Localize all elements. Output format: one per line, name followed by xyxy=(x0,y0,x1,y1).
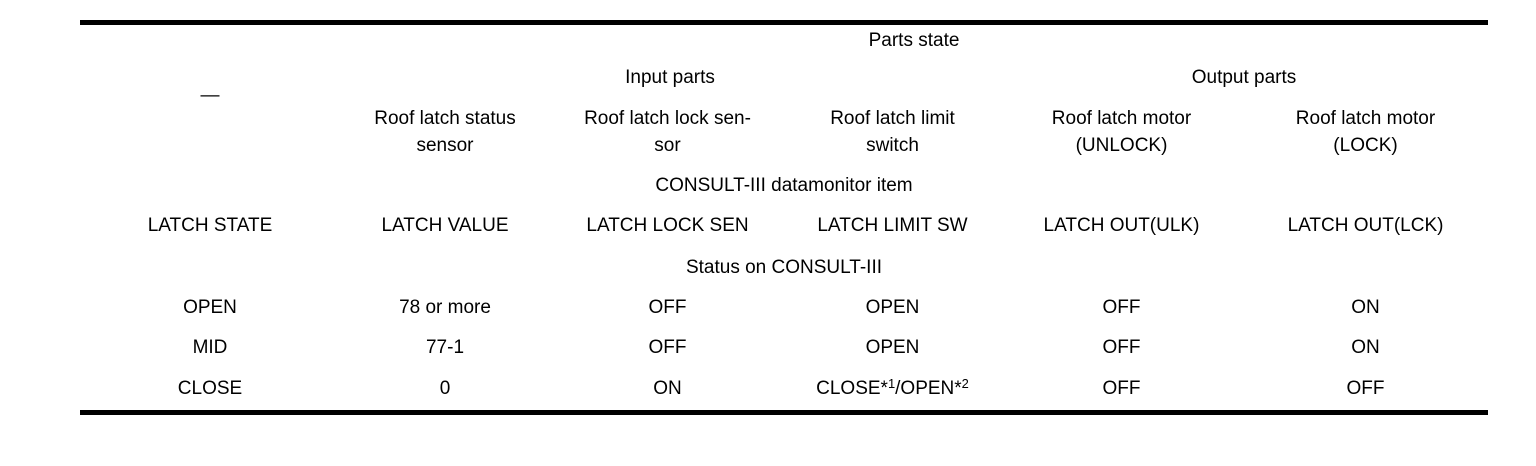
col-header-roof-latch-status-sensor: Roof latch status sensor xyxy=(374,108,516,156)
cell-close-latch-value: 0 xyxy=(439,377,451,399)
cell-open-limit-sw: OPEN xyxy=(865,297,920,318)
cell-close-out-lck: OFF xyxy=(1346,377,1385,399)
output-parts-header-cell: Output parts xyxy=(1191,67,1297,88)
cell-mid-limit-sw: OPEN xyxy=(865,336,920,358)
table-row-close: CLOSE 0 ON CLOSE*1/OPEN*2 OFF OFF xyxy=(80,368,1488,413)
col-header-roof-latch-motor-lock: Roof latch motor (LOCK) xyxy=(1295,108,1436,156)
close-limit-sw-text: CLOSE* xyxy=(816,377,888,399)
status-header-row: Status on CONSULT-III xyxy=(80,247,1488,289)
cell-open-latch-value: 78 or more xyxy=(399,297,491,318)
table-row-open: OPEN 78 or more OFF OPEN OFF ON xyxy=(80,289,1488,328)
monitor-item-latch-lock-sen: LATCH LOCK SEN xyxy=(586,215,749,236)
cell-close-out-ulk: OFF xyxy=(1102,377,1141,399)
part-column-headers-row: Roof latch status sensor Roof latch lock… xyxy=(80,99,1488,167)
cell-mid-state: MID xyxy=(192,336,228,358)
cell-open-lock-sen: OFF xyxy=(648,297,687,318)
cell-close-limit-sw: CLOSE*1/OPEN*2 xyxy=(785,368,1000,413)
cell-open-out-ulk: OFF xyxy=(1102,297,1141,318)
monitor-item-latch-value: LATCH VALUE xyxy=(381,215,509,236)
cell-close-state: CLOSE xyxy=(177,377,243,399)
monitor-item-latch-limit-sw: LATCH LIMIT SW xyxy=(817,215,968,236)
datamonitor-item-header-cell: CONSULT-III datamonitor item xyxy=(655,175,913,196)
cell-mid-latch-value: 77-1 xyxy=(425,336,465,358)
status-on-consult-header-cell: Status on CONSULT-III xyxy=(685,256,883,278)
parts-state-row: — Parts state xyxy=(80,23,1488,106)
datamonitor-header-row: CONSULT-III datamonitor item xyxy=(80,167,1488,206)
parts-state-header-cell: Parts state xyxy=(868,30,960,52)
input-parts-header-cell: Input parts xyxy=(625,67,715,88)
col-header-roof-latch-lock-sensor: Roof latch lock sen- sor xyxy=(584,108,751,156)
io-parts-row: Input parts Output parts xyxy=(80,58,1488,99)
cell-mid-lock-sen: OFF xyxy=(648,336,687,358)
roof-latch-spec-table: — Parts state Input parts Output parts R… xyxy=(80,20,1489,415)
footnote-2-marker: 2 xyxy=(961,375,969,391)
monitor-item-latch-out-lck: LATCH OUT(LCK) xyxy=(1287,215,1444,236)
corner-dash-cell: — xyxy=(200,84,220,106)
monitor-item-latch-state: LATCH STATE xyxy=(147,215,273,236)
cell-open-out-lck: ON xyxy=(1351,297,1380,318)
footnote-1-marker: 1 xyxy=(887,375,896,391)
cell-mid-out-lck: ON xyxy=(1351,336,1380,358)
open-limit-sw-text: /OPEN* xyxy=(895,377,962,399)
monitor-item-latch-out-ulk: LATCH OUT(ULK) xyxy=(1043,215,1200,236)
table-row-mid: MID 77-1 OFF OPEN OFF ON xyxy=(80,328,1488,368)
cell-open-state: OPEN xyxy=(183,297,237,318)
cell-close-lock-sen: ON xyxy=(653,377,682,399)
monitor-items-row: LATCH STATE LATCH VALUE LATCH LOCK SEN L… xyxy=(80,206,1488,247)
col-header-roof-latch-motor-unlock: Roof latch motor (UNLOCK) xyxy=(1051,108,1192,156)
cell-mid-out-ulk: OFF xyxy=(1102,336,1141,358)
col-header-roof-latch-limit-switch: Roof latch limit switch xyxy=(830,108,955,156)
